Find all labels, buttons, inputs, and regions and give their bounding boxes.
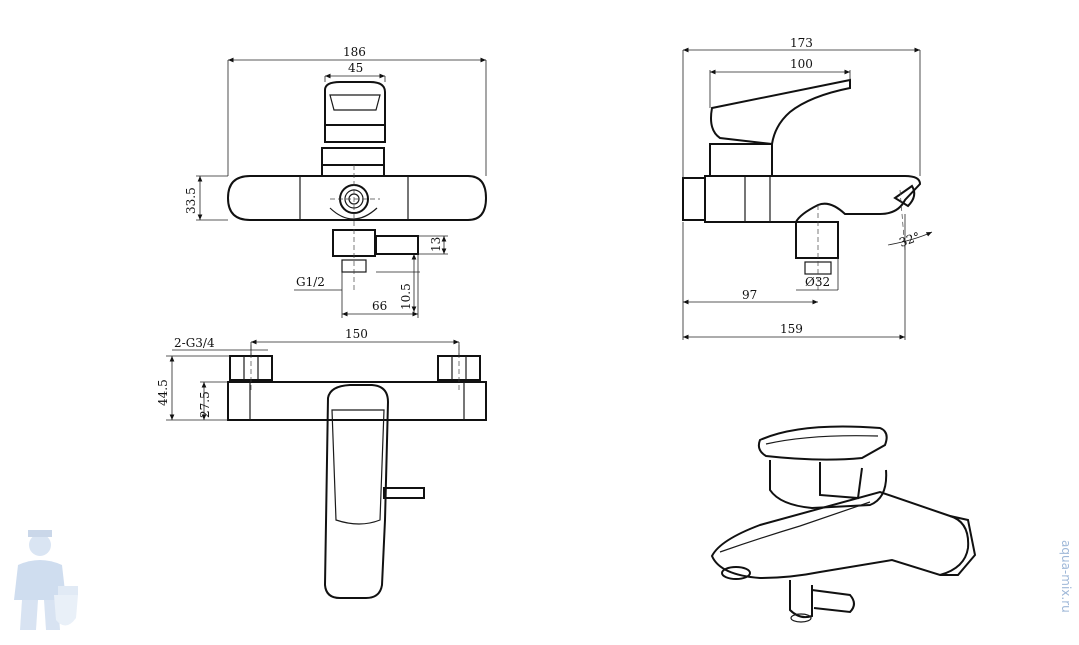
side-body [704,175,922,223]
dim-66: 66 [372,299,387,313]
dim-g1-2: G1/2 [296,275,325,289]
dim-45: 45 [348,61,363,75]
side-handle [710,78,851,146]
watermark-text: aqua-mix.ru [1059,540,1073,613]
isometric-view [710,425,977,623]
dim-phi-32: Ø32 [805,275,830,289]
dim-10-5: 10.5 [399,283,413,310]
dim-2-g3-4: 2-G3/4 [174,336,215,350]
front-view: 186 45 33.5 13 G1/2 10.5 66 [184,45,488,318]
plumber-mascot-logo [14,530,78,630]
top-body [227,381,487,421]
top-view: 150 2-G3/4 44.5 27.5 [156,327,487,599]
dim-44-5: 44.5 [156,379,170,406]
dim-97: 97 [742,288,757,302]
dim-27-5: 27.5 [198,391,212,418]
dim-13: 13 [429,237,443,252]
dim-100: 100 [790,57,813,71]
dim-32-deg: 32° [897,229,922,249]
dim-150: 150 [345,327,368,341]
dim-33-5: 33.5 [184,187,198,214]
top-spout [323,384,390,599]
front-body [226,175,488,221]
side-view: 173 100 32° 97 Ø32 159 [682,36,933,340]
dim-186: 186 [343,45,366,59]
front-handle [324,81,386,126]
dim-159: 159 [780,322,803,336]
dim-173: 173 [790,36,813,50]
